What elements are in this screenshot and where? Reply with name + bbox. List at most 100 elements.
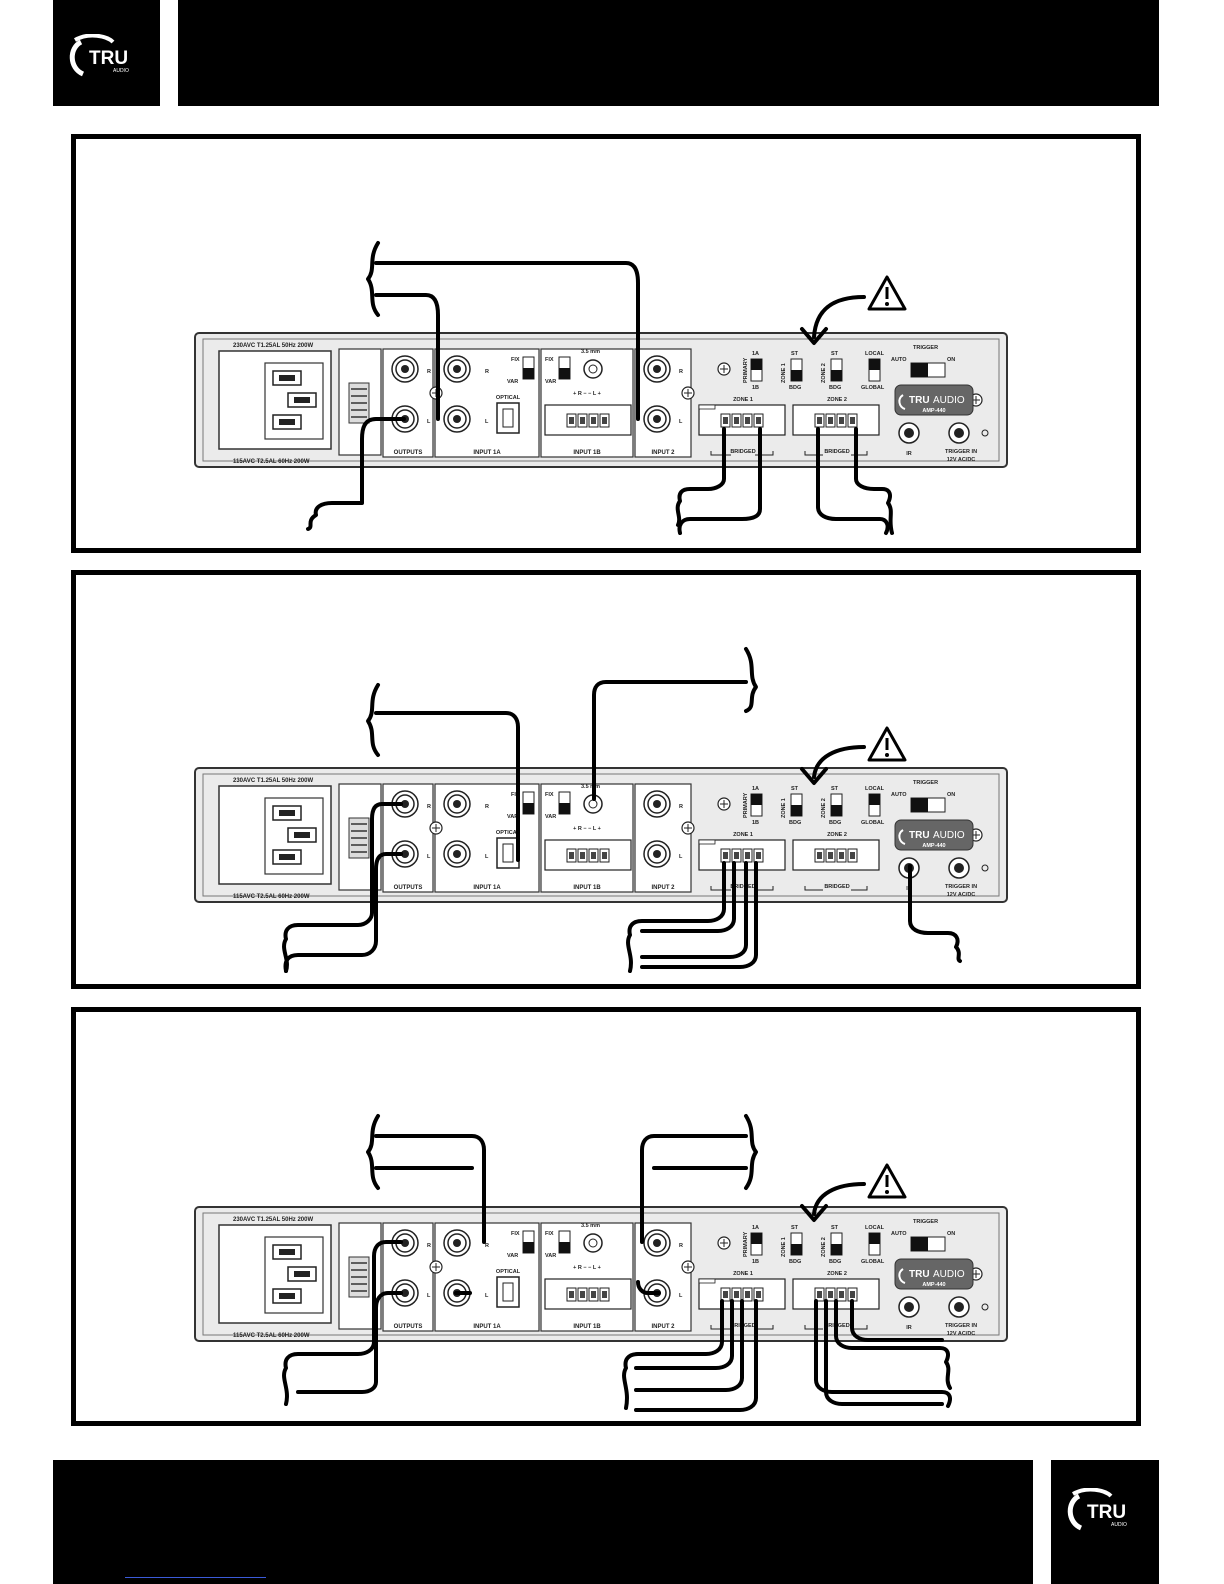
jack-label: L — [485, 419, 489, 425]
trigger-in-label: TRIGGER IN — [945, 884, 977, 890]
st-label: ST — [791, 1225, 799, 1231]
global-label: GLOBAL — [861, 1259, 885, 1265]
input-1b-module-label: INPUT 1B — [573, 885, 601, 891]
input-1b-polarity: + R − − L + — [573, 826, 601, 832]
zone2-switch-label: ZONE 2 — [821, 1237, 827, 1257]
st-label: ST — [791, 351, 799, 357]
trigger-volt-label: 12V AC/DC — [947, 1331, 976, 1337]
zone2-cable-b — [854, 427, 894, 535]
input-1b-polarity: + R − − L + — [573, 1265, 601, 1271]
power-rating-bottom: 115AVC T2.5AL 60Hz 200W — [233, 459, 310, 465]
zone1-cable-3 — [634, 1299, 744, 1392]
header-logo-block: TRU AUDIO — [53, 0, 160, 106]
warning-arrow — [812, 1182, 866, 1216]
outputs-module-label: OUTPUTS — [394, 885, 423, 891]
output-l-cable — [296, 1291, 403, 1394]
zone1-switch-label: ZONE 1 — [781, 798, 787, 818]
zone1-label: ZONE 1 — [733, 397, 753, 403]
zone2-bridged-label: BRIDGED — [824, 884, 849, 890]
zone2-label: ZONE 2 — [827, 832, 847, 838]
var-label: VAR — [507, 379, 518, 385]
label-1b: 1B — [752, 1259, 759, 1265]
jack-label: L — [427, 419, 431, 425]
logo-text: TRU — [89, 48, 128, 69]
jack-label: R — [679, 1243, 683, 1249]
outputs-cable — [306, 417, 406, 531]
optical-cable — [374, 711, 520, 862]
jack-label: R — [485, 804, 489, 810]
zone2-cable-1 — [814, 1299, 952, 1408]
input-1b-module-label: INPUT 1B — [573, 1324, 601, 1330]
zone1-cable-2 — [640, 861, 736, 933]
trigger-label: TRIGGER — [913, 780, 938, 786]
fix-label: FIX — [545, 357, 554, 363]
input-1b-terminal — [544, 404, 632, 436]
jack-label: L — [679, 854, 683, 860]
local-label: LOCAL — [865, 786, 885, 792]
input-1a-cable — [374, 293, 440, 421]
zone2-cable-a — [816, 427, 890, 535]
brand-plate — [894, 819, 974, 851]
auto-label: AUTO — [891, 357, 907, 363]
polarity-icon — [981, 429, 989, 437]
trigger-volt-label: 12V AC/DC — [947, 892, 976, 898]
jack-label: L — [679, 1293, 683, 1299]
jack-label: L — [427, 854, 431, 860]
st-label: ST — [831, 786, 839, 792]
outputs-module-label: OUTPUTS — [394, 450, 423, 456]
zone1-cable-3 — [640, 861, 748, 959]
power-rating-top: 230AVC T1.25AL 50Hz 200W — [233, 1217, 313, 1223]
wiring-diagram-3: 230AVC T1.25AL 50Hz 200W 115AVC T2.5AL 60… — [194, 1114, 1008, 1412]
optical-port — [496, 837, 520, 869]
zone2-label: ZONE 2 — [827, 1271, 847, 1277]
local-label: LOCAL — [865, 351, 885, 357]
input-1b-module — [540, 348, 634, 458]
amplifier-rear-panel: 230AVC T1.25AL 50Hz 200W 115AVC T2.5AL 60… — [194, 1206, 1008, 1342]
output-l-cable — [283, 852, 403, 973]
auto-label: AUTO — [891, 792, 907, 798]
warning-arrow — [812, 295, 866, 339]
warning-arrow — [812, 745, 866, 779]
on-label: ON — [947, 1231, 955, 1237]
zone1-bridged-label: BRIDGED — [730, 449, 755, 455]
var-label: VAR — [507, 1253, 518, 1259]
input-2-module-label: INPUT 2 — [651, 1324, 675, 1330]
power-rating-bottom: 115AVC T2.5AL 60Hz 200W — [233, 1333, 310, 1339]
trigger-in-label: TRIGGER IN — [945, 449, 977, 455]
truaudio-logo-footer: TRU AUDIO — [1065, 1488, 1145, 1534]
aux-3-5mm-cable — [592, 680, 748, 801]
zone1-label: ZONE 1 — [733, 1271, 753, 1277]
optical-port — [496, 1276, 520, 1308]
label-1a: 1A — [752, 786, 759, 792]
cable-break — [366, 683, 380, 757]
bdg-label: BDG — [829, 820, 841, 826]
zone2-cable-4 — [850, 1299, 944, 1342]
zone1-switch-label: ZONE 1 — [781, 363, 787, 383]
brand-plate-audio: AUDIO — [933, 395, 965, 406]
zone2-cable-2 — [824, 1299, 944, 1406]
input-2-cable — [374, 261, 640, 421]
polarity-icon — [981, 1303, 989, 1311]
cable-break — [744, 1114, 758, 1190]
zone1-cable-2 — [634, 1299, 734, 1370]
zone1-cable-4 — [640, 861, 758, 969]
input-2-l-stub — [636, 1280, 661, 1295]
bdg-label: BDG — [789, 1259, 801, 1265]
fix-label: FIX — [545, 1231, 554, 1237]
zone2-switch-label: ZONE 2 — [821, 798, 827, 818]
bdg-label: BDG — [829, 1259, 841, 1265]
footer-bar — [53, 1460, 1033, 1584]
brand-plate-audio: AUDIO — [933, 830, 965, 841]
arrow-head-icon — [800, 1204, 828, 1222]
input-1a-module-label: INPUT 1A — [473, 450, 501, 456]
cable-break — [744, 647, 758, 713]
output-r-cable — [282, 802, 403, 973]
model-label: AMP-440 — [922, 408, 945, 414]
local-label: LOCAL — [865, 1225, 885, 1231]
model-label: AMP-440 — [922, 1282, 945, 1288]
footer-link[interactable] — [125, 1577, 266, 1578]
